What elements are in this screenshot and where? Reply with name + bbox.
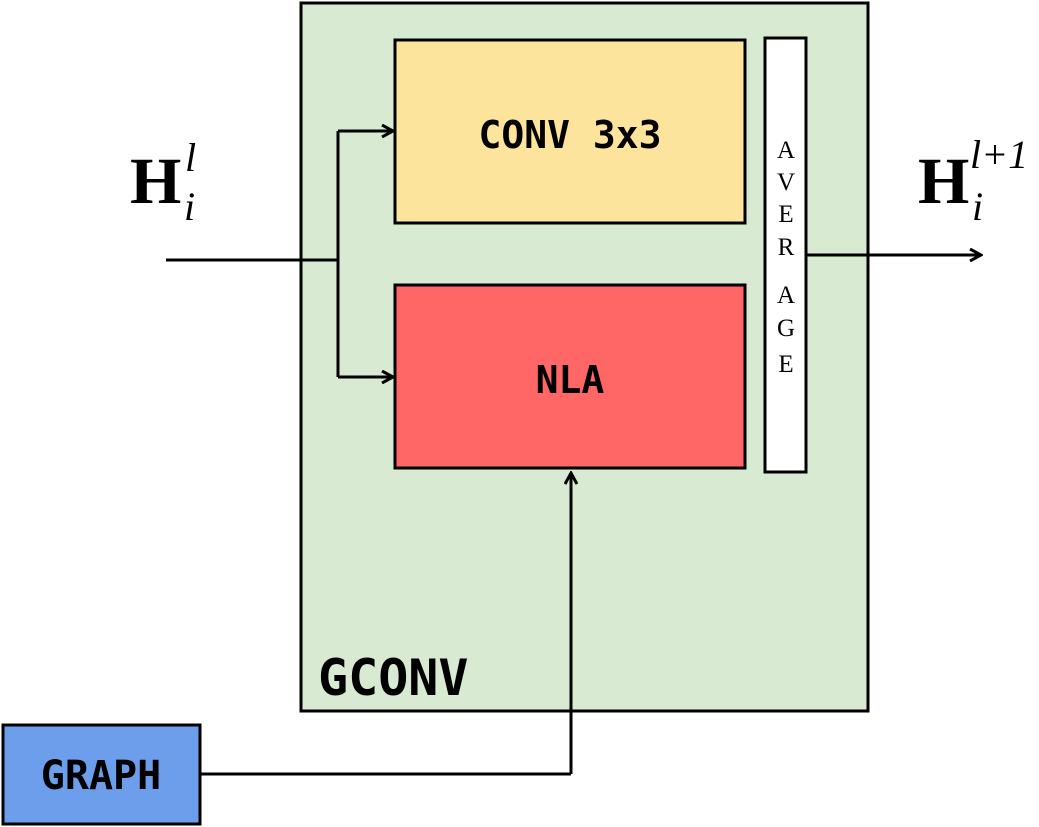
average-letter: V	[777, 169, 795, 196]
input-label: H	[130, 145, 181, 218]
input-superscript: l	[185, 135, 196, 180]
graph-block	[1, 723, 202, 826]
average-letter: A	[777, 282, 795, 309]
input-base: H	[130, 145, 181, 218]
input-subscript: i	[184, 184, 195, 229]
output-superscript: l+1	[970, 132, 1028, 177]
graph-connector	[200, 474, 571, 776]
conv-label: CONV 3x3	[478, 113, 661, 157]
output-label: H	[918, 145, 969, 218]
graph-label: GRAPH	[41, 753, 161, 799]
average-letter: A	[777, 137, 795, 164]
conv-block	[393, 38, 747, 225]
nla-label: NLA	[536, 358, 605, 402]
nla-block	[393, 283, 747, 470]
gconv-label: GCONV	[318, 649, 469, 707]
output-base: H	[918, 145, 969, 218]
output-subscript: i	[972, 184, 983, 229]
average-letter: E	[778, 351, 793, 378]
average-letter: G	[777, 315, 795, 342]
input-connectors	[166, 131, 392, 377]
average-letter: E	[778, 201, 793, 228]
average-label: A V E R A G E	[777, 137, 795, 378]
average-letter: R	[778, 234, 795, 261]
